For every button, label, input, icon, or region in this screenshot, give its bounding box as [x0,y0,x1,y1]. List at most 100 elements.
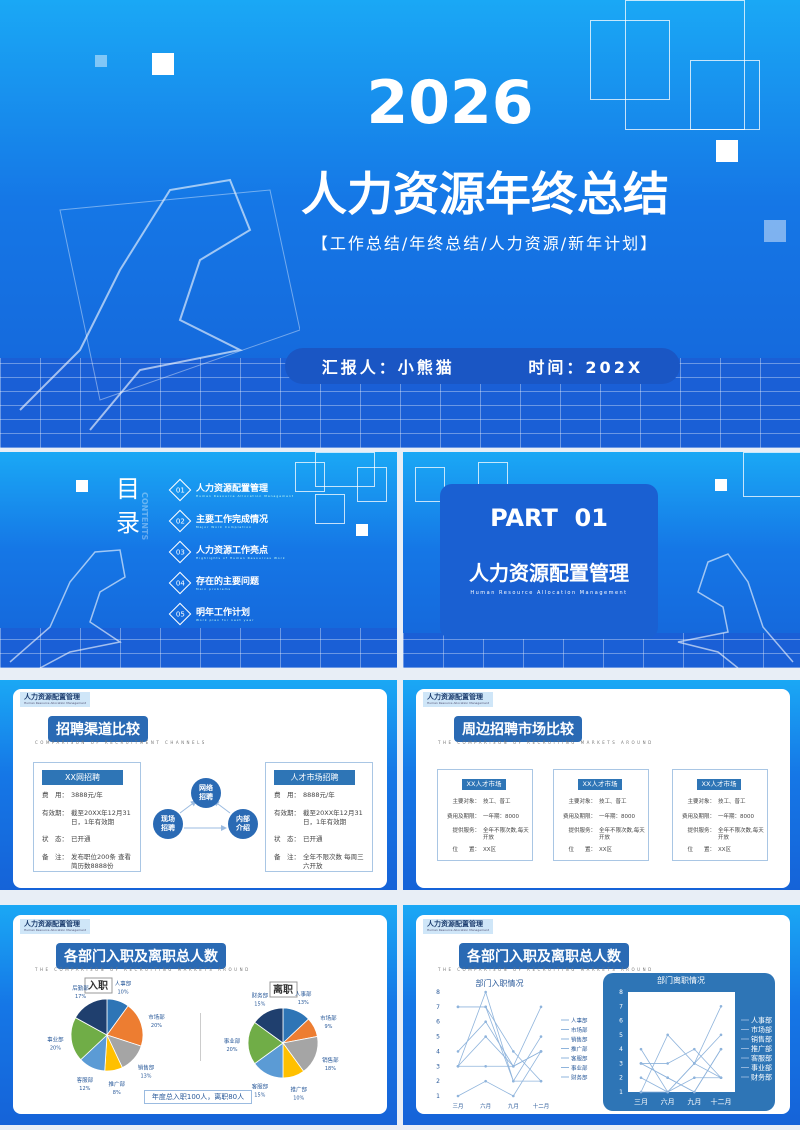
line-chart-title: 部门离职情况 [657,975,705,985]
y-tick-label: 7 [619,1003,623,1010]
data-point [639,1090,643,1094]
pie-percent: 15% [254,1092,265,1098]
number-diamond-icon: 03 [168,540,192,563]
x-tick-label: 六月 [480,1102,491,1110]
info-label: 位 置： [568,847,596,853]
pie-label: 客服部 [252,1082,269,1090]
runner-figure [677,553,794,668]
data-point [693,1062,696,1065]
right-channel-box: 人才市场招聘费 用：8888元/年有效期：截至20XX年12月31日，1年有效期… [265,762,373,872]
pie-title: 入职 [88,980,108,992]
slide-title: 各部门入职及离职总人数 [56,943,226,969]
part-slide[interactable]: PART 01 人力资源配置管理 Human Resource Allocati… [403,452,800,668]
pie-percent: 17% [75,994,86,1000]
toc-item-english: Main problems [196,587,232,591]
info-value: 技工、普工 [599,799,627,805]
slide-title: 招聘渠道比较 [48,716,148,742]
cover-title: 人力资源年终总结 [301,167,669,221]
info-value: 技工、普工 [483,799,511,805]
series-line [640,1048,722,1093]
pie-percent: 13% [298,1000,309,1006]
pie-percent: 15% [254,1002,265,1008]
y-tick-label: 1 [436,1093,440,1100]
data-point [484,1035,487,1038]
data-point [666,1076,669,1080]
info-label: 费 用： [42,791,68,799]
info-value: 3888元/年 [71,791,103,799]
pie-slice [106,1005,144,1047]
data-point [484,1064,487,1068]
y-tick-label: 3 [436,1063,440,1070]
toc-item-label: 明年工作计划 [196,608,251,618]
legend-label: 事业部 [751,1063,772,1072]
pie-slice [74,998,108,1036]
pie-percent: 20% [226,1047,237,1053]
cover-year: 2026 [366,68,534,138]
pie-label: 销售部 [322,1056,339,1064]
series-line [458,1006,542,1083]
toc-item-english: Highlights of Human Resources Work [196,556,286,560]
data-point [539,1005,543,1009]
y-tick-label: 2 [436,1078,440,1085]
number-diamond-icon: 05 [168,602,192,625]
series-line [641,1048,722,1078]
data-point [539,1079,543,1083]
pie-slice [282,1035,319,1072]
pie-label: 推广部 [108,1080,125,1088]
info-value: 一年期：8000 [718,814,754,820]
info-label: 费用及期限： [681,814,715,820]
legend-label: 财务部 [751,1073,772,1082]
data-point [539,1050,543,1053]
info-label: 有效期： [274,809,300,817]
y-tick-label: 5 [436,1034,440,1041]
pie-slice [254,1007,284,1044]
data-point [639,1047,643,1051]
info-label: 费用及期限： [562,814,596,820]
info-value: 全年不限次数,每天开放 [599,828,645,841]
slide-english: COMPARISON OF RECRUITMENT CHANNELS [35,740,207,745]
pie-label: 销售部 [138,1063,155,1071]
series-line [457,1051,542,1097]
x-tick-label: 三月 [634,1098,648,1106]
x-tick-label: 十二月 [711,1097,732,1106]
slide-title: 各部门入职及离职总人数 [459,943,629,969]
legend-label: 事业部 [571,1064,588,1072]
box-header: XX人才市场 [697,779,741,790]
info-label: 位 置： [687,847,715,853]
data-point [666,1090,669,1094]
pie-percent: 10% [118,990,129,996]
part-english: Human Resource Allocation Management [470,590,628,596]
info-value: 一年期：8000 [483,814,519,820]
toc-vertical-label: CONTENTS [140,492,149,541]
data-point [484,1005,487,1009]
pie-title-box [269,981,298,998]
info-label: 主要对象： [568,799,596,805]
circle-onsite-recruit: 现场招聘 [153,809,183,839]
info-label: 提供服务： [687,828,715,834]
legend-label: 销售部 [571,1036,588,1044]
data-point [693,1047,696,1051]
data-point [719,1076,723,1080]
pie-label: 人事部 [115,980,132,988]
data-point [456,1064,460,1068]
box-header: 人才市场招聘 [274,770,355,785]
data-point [484,990,487,994]
part-title: 人力资源配置管理 [469,561,629,585]
series-line [640,1048,722,1093]
toc-item-label: 存在的主要问题 [196,577,260,587]
info-value: 截至20XX年12月31日，1年有效期 [71,809,131,826]
cover-slide[interactable]: 2026 人力资源年终总结 【工作总结/年终总结/人力资源/新年计划】 汇报人：… [0,0,800,448]
data-point [693,1076,696,1080]
